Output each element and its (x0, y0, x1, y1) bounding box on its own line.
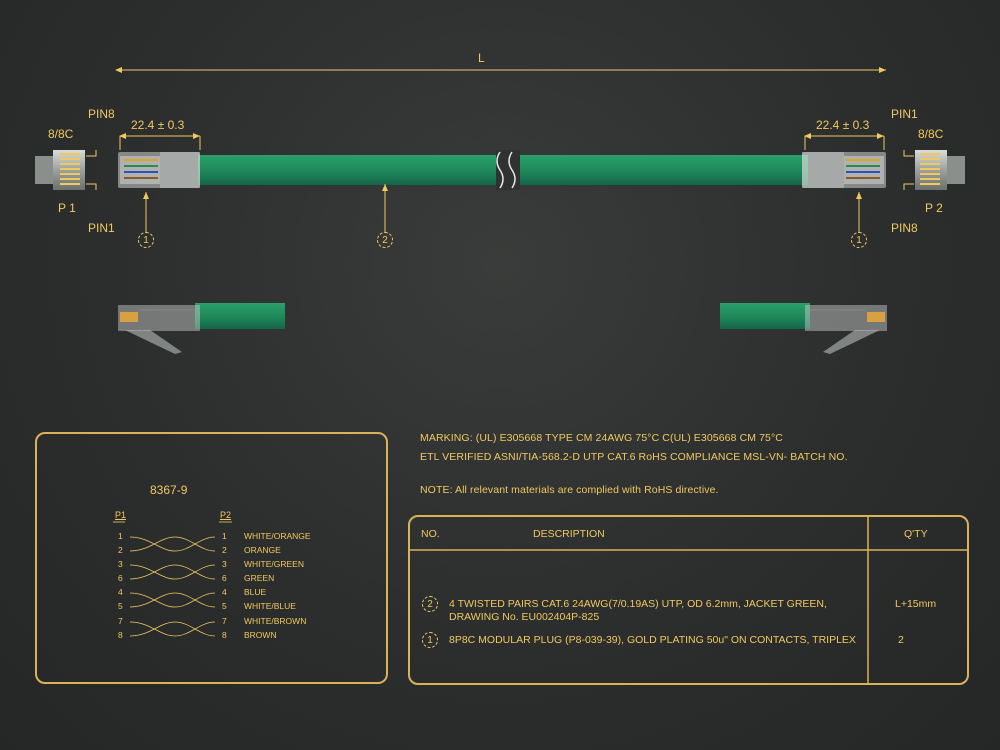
wire-p1-pin: 3 (118, 559, 123, 569)
wire-color: WHITE/GREEN (244, 559, 304, 569)
right-port: P 2 (925, 201, 943, 215)
twisted-pair-diagram (129, 536, 216, 637)
wire-p1-pin: 6 (118, 573, 123, 583)
wire-color: BROWN (244, 630, 277, 640)
bom-row-no: 1 (422, 632, 438, 648)
marking-note: MARKING: (UL) E305668 TYPE CM 24AWG 75°C… (420, 432, 783, 444)
wire-p2-pin: 7 (222, 616, 227, 626)
wire-p1-pin: 2 (118, 545, 123, 555)
wire-color: BLUE (244, 587, 267, 597)
bom-header-no: NO. (421, 528, 440, 540)
length-label: L (478, 51, 485, 65)
bom-table (408, 515, 969, 685)
wire-p2-pin: 4 (222, 587, 227, 597)
wire-color: WHITE/BROWN (244, 616, 307, 626)
wiring-part-number: 8367-9 (150, 483, 188, 497)
wire-p2-pin: 2 (222, 545, 227, 555)
right-plug (802, 152, 886, 188)
right-pin-top: PIN1 (891, 107, 918, 121)
bom-row-description-2: DRAWING No. EU002404P-825 (449, 611, 600, 623)
wire-p1-pin: 5 (118, 601, 123, 611)
wire-color: GREEN (244, 573, 275, 583)
callout-cable: 2 (377, 232, 393, 248)
wire-p2-pin: 5 (222, 601, 227, 611)
bom-header-qty: Q'TY (904, 528, 928, 540)
etl-note: ETL VERIFIED ASNI/TIA-568.2-D UTP CAT.6 … (420, 451, 848, 463)
right-connector-type: 8/8C (918, 127, 944, 141)
callout-left-plug: 1 (138, 232, 154, 248)
callout-right-plug: 1 (851, 232, 867, 248)
wire-p1-pin: 8 (118, 630, 123, 640)
bom-row-description: 4 TWISTED PAIRS CAT.6 24AWG(7/0.19AS) UT… (449, 598, 827, 610)
right-dimension: 22.4 ± 0.3 (816, 118, 870, 132)
bom-row-no: 2 (422, 596, 438, 612)
left-connector-type: 8/8C (48, 127, 74, 141)
right-connector-face (903, 150, 965, 190)
wire-p2-pin: 6 (222, 573, 227, 583)
right-side-view (720, 303, 887, 354)
left-pin-top: PIN8 (88, 107, 115, 121)
wire-p1-pin: 1 (118, 531, 123, 541)
bom-row-qty: 2 (898, 634, 904, 646)
wire-p2-pin: 8 (222, 630, 227, 640)
wire-color: ORANGE (244, 545, 281, 555)
p1-header: P1 (115, 510, 127, 520)
right-pin-bottom: PIN8 (891, 221, 918, 235)
rohs-note: NOTE: All relevant materials are complie… (420, 484, 719, 496)
wire-p1-pin: 7 (118, 616, 123, 626)
left-pin-bottom: PIN1 (88, 221, 115, 235)
bom-row-qty: L+15mm (895, 598, 937, 610)
bom-header-description: DESCRIPTION (533, 528, 605, 540)
wire-color: WHITE/BLUE (244, 601, 296, 611)
wiring-panel (35, 432, 388, 684)
left-dimension: 22.4 ± 0.3 (131, 118, 185, 132)
left-side-view (118, 303, 285, 354)
p2-header: P2 (220, 510, 232, 520)
left-connector-face (35, 150, 97, 190)
wire-color: WHITE/ORANGE (244, 531, 311, 541)
left-port: P 1 (58, 201, 76, 215)
bom-row-description: 8P8C MODULAR PLUG (P8-039-39), GOLD PLAT… (449, 634, 856, 646)
wire-p1-pin: 4 (118, 587, 123, 597)
left-plug (118, 152, 200, 188)
wire-p2-pin: 1 (222, 531, 227, 541)
wire-p2-pin: 3 (222, 559, 227, 569)
